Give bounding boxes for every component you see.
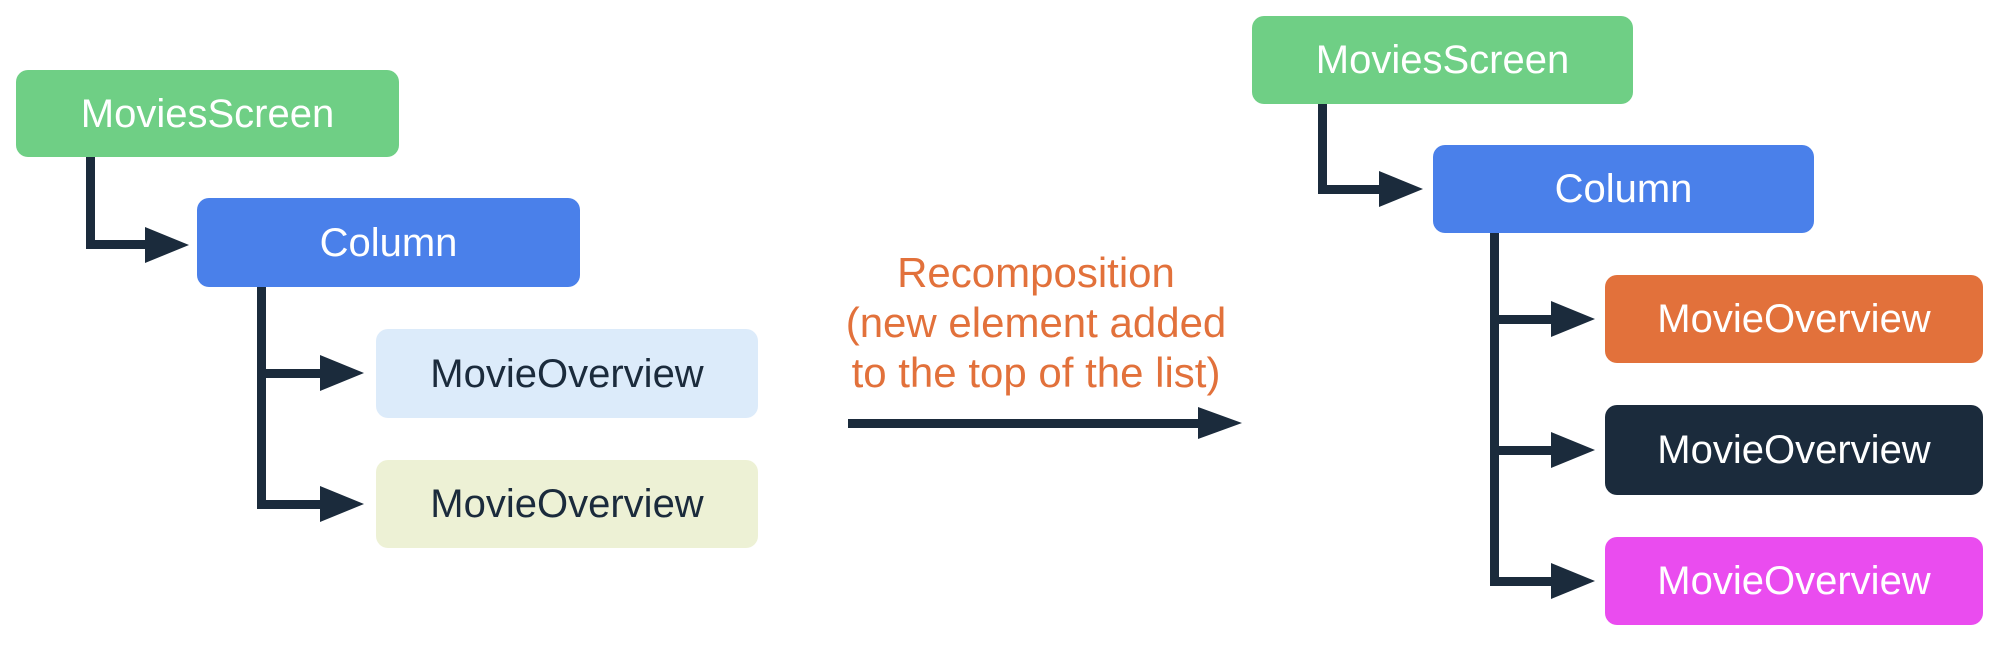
right-node-movieoverview-2: MovieOverview [1605,405,1983,495]
left-arrowhead-column [145,227,189,263]
right-edge-branch-1 [1490,315,1553,324]
right-edge-branch-2 [1490,446,1553,455]
left-edge-column-trunk [257,287,266,509]
left-edge-screen-column-vertical [86,157,95,249]
right-arrowhead-movieoverview-1 [1551,301,1595,337]
right-arrowhead-movieoverview-3 [1551,563,1595,599]
recomposition-caption: Recomposition (new element added to the … [736,248,1336,398]
left-node-moviesscreen: MoviesScreen [16,70,399,157]
left-node-movieoverview-2: MovieOverview [376,460,758,548]
right-arrowhead-column [1379,171,1423,207]
caption-line-1: Recomposition [897,249,1175,296]
right-edge-branch-3 [1490,577,1553,586]
recomposition-arrowhead [1198,407,1242,439]
caption-line-2: (new element added [845,299,1227,346]
right-edge-screen-column-horizontal [1318,185,1381,194]
left-node-column: Column [197,198,580,287]
right-node-column: Column [1433,145,1814,233]
caption-line-3: to the top of the list) [851,349,1221,396]
left-arrowhead-movieoverview-1 [320,355,364,391]
right-node-movieoverview-3: MovieOverview [1605,537,1983,625]
left-edge-branch-2 [257,500,322,509]
right-edge-column-trunk [1490,233,1499,586]
left-node-movieoverview-1: MovieOverview [376,329,758,418]
right-edge-screen-column-vertical [1318,104,1327,194]
left-edge-branch-1 [257,369,322,378]
recomposition-arrow-shaft [848,419,1200,428]
right-node-moviesscreen: MoviesScreen [1252,16,1633,104]
right-arrowhead-movieoverview-2 [1551,432,1595,468]
left-edge-screen-column-horizontal [86,240,147,249]
right-node-movieoverview-1: MovieOverview [1605,275,1983,363]
left-arrowhead-movieoverview-2 [320,486,364,522]
